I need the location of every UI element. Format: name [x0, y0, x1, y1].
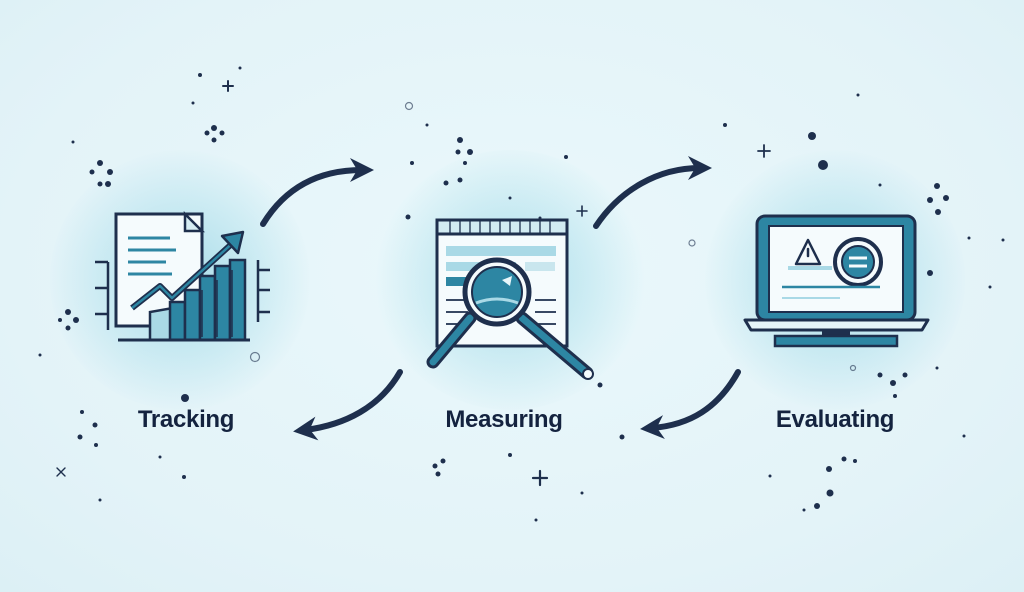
monitor-warning-icon	[743, 214, 930, 348]
background-crosses	[56, 80, 771, 487]
arrow-measuring-to-tracking	[293, 369, 403, 441]
arrow-tracking-to-measuring	[260, 158, 374, 227]
stage-label-tracking: Tracking	[137, 406, 235, 433]
chart-report-icon	[95, 210, 270, 342]
background-rings	[249, 101, 857, 372]
cycle-arrows	[260, 156, 741, 441]
stage-label-measuring: Measuring	[445, 406, 563, 433]
stage-label-evaluating: Evaluating	[775, 406, 895, 433]
magnifier-document-icon	[426, 218, 594, 380]
background-dots	[38, 66, 1005, 522]
arrow-measuring-to-evaluating	[593, 156, 712, 229]
arrow-evaluating-to-measuring	[640, 369, 741, 440]
